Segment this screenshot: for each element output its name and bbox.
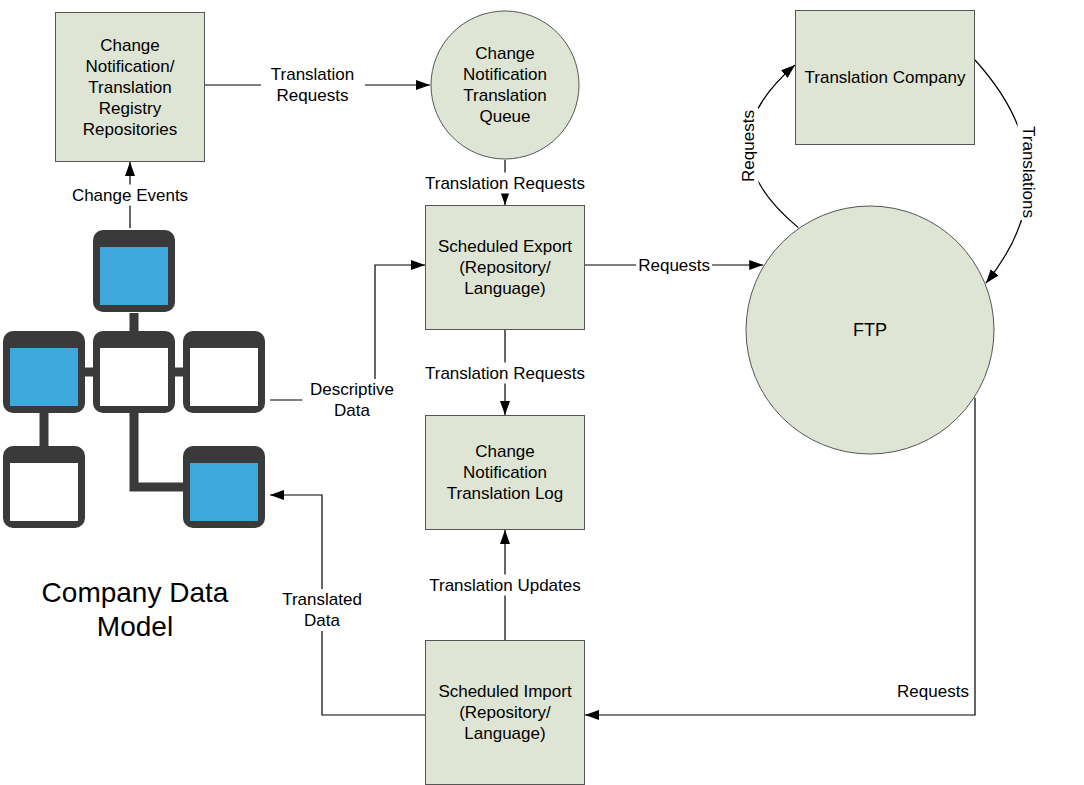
model-window [93,230,175,312]
model-window-body [100,247,168,305]
model-window-body [190,348,258,406]
model-window [183,331,265,413]
process-circle: FTP [745,205,995,455]
model-window-body [10,463,78,521]
model-link [85,368,93,377]
process-box: Change Notification Translation Log [425,415,585,530]
model-link [40,413,49,446]
node-text: Translation Company [805,67,966,88]
model-window [3,331,85,413]
edge-label: Translated Data [273,589,372,631]
model-window-body [190,463,258,521]
node-text: Scheduled Export (Repository/ Language) [434,236,576,299]
edge-label: Requests [895,681,971,702]
edge-label: Translations [1018,124,1039,220]
process-box: Scheduled Export (Repository/ Language) [425,205,585,330]
node-text: Scheduled Import (Repository/ Language) [434,681,576,744]
node-text: Change Notification/ Translation Registr… [64,35,196,140]
data-model-icon [0,228,270,560]
process-box: Change Notification/ Translation Registr… [55,12,205,162]
node-text: FTP [810,320,930,341]
edge-label: Translation Requests [423,362,587,383]
process-circle: Change Notification Translation Queue [430,10,580,160]
model-window [3,446,85,528]
model-title: Company Data Model [15,576,255,644]
process-box: Scheduled Import (Repository/ Language) [425,640,585,785]
node-text: Change Notification Translation Queue [449,43,561,127]
edge-label: Translation Requests [423,172,587,193]
model-window [93,331,175,413]
model-window-body [100,348,168,406]
model-link [175,368,183,377]
flow-arrow [270,495,425,715]
edge-label: Translation Updates [427,575,583,596]
model-window [183,446,265,528]
edge-label: Requests [636,255,712,276]
model-window-body [10,348,78,406]
edge-label: Descriptive Data [303,379,402,421]
edge-label: Translation Requests [261,64,365,106]
edge-label: Change Events [70,185,190,206]
model-link [134,413,183,487]
edge-label: Requests [738,108,759,184]
model-link [130,313,139,331]
data-model: Company Data Model [0,228,270,680]
process-box: Translation Company [795,10,975,145]
node-text: Change Notification Translation Log [434,441,576,504]
circle-outline [430,10,580,160]
